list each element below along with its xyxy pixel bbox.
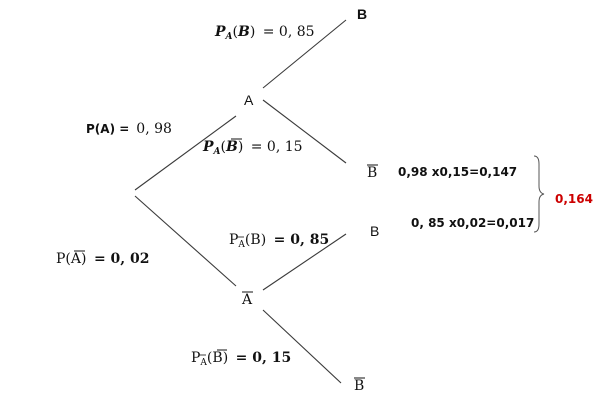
edge-Abar-to-B <box>262 233 347 291</box>
calculation-line-1: 0,98 x0,15=0,147 <box>398 165 517 179</box>
node-B-bar-upper: B <box>367 164 378 181</box>
label-pabar-b: PA(B) = 0, 85 <box>229 232 329 250</box>
svg-text:P(A) = 0, 02: P(A) = 0, 02 <box>56 251 150 267</box>
edge-Abar-to-Bbar <box>262 309 342 384</box>
node-B-bar-bottom-letter: B <box>354 378 364 394</box>
label-pa-bbar: PA(B) = 0, 15 <box>202 138 303 157</box>
curly-brace <box>533 155 545 233</box>
label-pa-b: PA(B) = 0, 85 <box>214 24 315 42</box>
label-p-abar: P(A) = 0, 02 <box>56 250 150 267</box>
edge-A-to-B <box>262 19 347 89</box>
sum-result: 0,164 <box>555 192 593 206</box>
node-A-bar-letter: A <box>241 292 253 308</box>
edge-root-to-Abar <box>134 195 237 287</box>
svg-text:PA(B) = 0, 85: PA(B) = 0, 85 <box>229 232 329 250</box>
node-A: A <box>244 92 254 108</box>
edge-A-to-Bbar <box>262 99 347 164</box>
label-pabar-bbar: PA(B) = 0, 15 <box>191 349 291 368</box>
calculation-line-2: 0, 85 x0,02=0,017 <box>411 216 534 230</box>
node-B-lower: B <box>370 223 379 239</box>
node-A-bar: A <box>241 291 253 308</box>
node-B-bar-upper-letter: B <box>367 165 377 181</box>
edge-root-to-A <box>134 115 237 191</box>
node-B-top: B <box>357 6 367 22</box>
label-p-a: P(A) = 0, 98 <box>86 120 172 137</box>
svg-text:PA(B) = 0, 15: PA(B) = 0, 15 <box>191 350 291 368</box>
svg-text:PA(B) = 0, 15: PA(B) = 0, 15 <box>202 139 303 157</box>
node-B-bar-bottom: B <box>354 377 365 394</box>
